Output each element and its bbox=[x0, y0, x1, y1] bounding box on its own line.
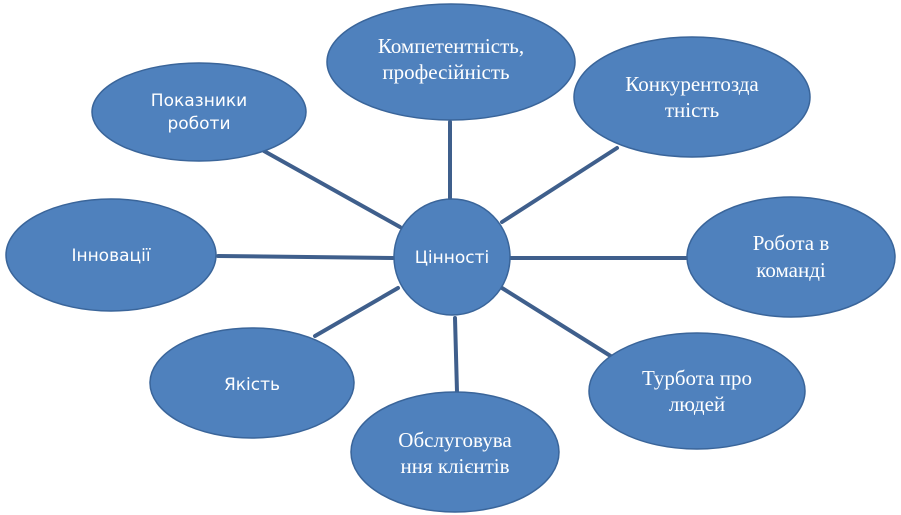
node-teamwork-label-line-1: Робота в bbox=[753, 231, 830, 255]
connector-performance bbox=[262, 149, 402, 229]
node-innovation-ellipse bbox=[5, 198, 217, 312]
node-competitiveness: Конкурентозда тність bbox=[573, 36, 811, 158]
node-care-label-line-2: людей bbox=[669, 392, 725, 416]
node-performance-label-line-1: Показники bbox=[151, 91, 247, 111]
node-competence-ellipse bbox=[326, 3, 576, 121]
connector-care bbox=[500, 286, 619, 362]
node-teamwork: Робота в команді bbox=[686, 196, 896, 318]
node-performance: Показники роботи bbox=[91, 62, 307, 162]
node-performance-label-line-2: роботи bbox=[167, 114, 230, 134]
node-innovation: Інновації bbox=[5, 198, 217, 312]
node-quality-label: Якість bbox=[224, 375, 280, 395]
node-service-label-line-1: Обслуговува bbox=[398, 428, 512, 452]
node-service: Обслуговува ння клієнтів bbox=[350, 391, 560, 513]
node-quality-ellipse bbox=[149, 327, 355, 439]
node-service-label-line-2: ння клієнтів bbox=[400, 454, 509, 478]
node-competence-label-line-1: Компетентність, bbox=[378, 34, 524, 58]
node-performance-ellipse bbox=[91, 62, 307, 162]
connector-service bbox=[453, 316, 459, 394]
node-care: Турбота про людей bbox=[588, 332, 806, 450]
node-competence-label-line-2: професійність bbox=[382, 60, 509, 84]
node-quality: Якість bbox=[149, 327, 355, 439]
center-node-circle bbox=[393, 198, 511, 316]
node-competitiveness-ellipse bbox=[573, 36, 811, 158]
node-care-ellipse bbox=[588, 332, 806, 450]
node-competitiveness-label-line-2: тність bbox=[665, 98, 719, 122]
connector-competitiveness bbox=[500, 146, 619, 224]
node-teamwork-ellipse bbox=[686, 196, 896, 318]
center-node-label: Цінності bbox=[415, 248, 490, 268]
connector-innovation bbox=[216, 254, 395, 260]
connectors bbox=[216, 120, 692, 394]
node-innovation-label: Інновації bbox=[71, 246, 150, 266]
node-competitiveness-label-line-1: Конкурентозда bbox=[625, 72, 759, 96]
node-care-label-line-1: Турбота про bbox=[642, 366, 752, 390]
center-node: Цінності bbox=[393, 198, 511, 316]
node-competence: Компетентність, професійність bbox=[326, 3, 576, 121]
node-teamwork-label-line-2: команді bbox=[756, 258, 826, 282]
node-service-ellipse bbox=[350, 391, 560, 513]
connector-quality bbox=[313, 286, 400, 338]
